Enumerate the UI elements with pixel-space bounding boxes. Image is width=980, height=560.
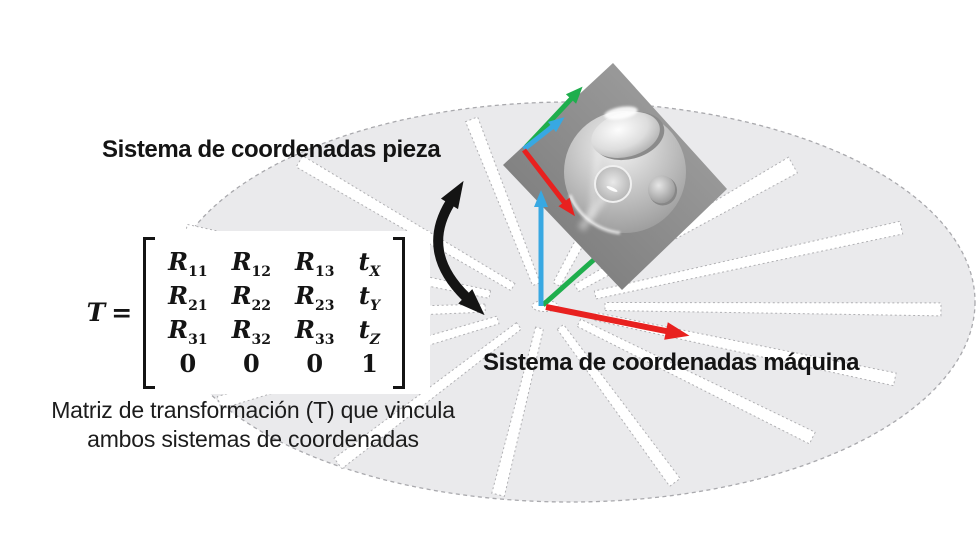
- table-slot: [491, 326, 544, 497]
- dome-specular: [604, 106, 638, 120]
- hole-middle: [594, 165, 632, 203]
- matrix-cell: R21: [168, 280, 208, 314]
- table-slot: [556, 323, 681, 488]
- matrix-cell: R11: [168, 246, 208, 280]
- matrix-cell: R31: [168, 314, 208, 348]
- transform-link-arrow: [433, 180, 485, 316]
- matrix-bracket-left: [143, 236, 156, 389]
- machine-axis-x-red: [545, 304, 669, 335]
- table-slot: [593, 220, 904, 300]
- matrix-panel: T= R11 R12 R13 tX R21 R22 R23 tY R31 R32 R33 tZ 0 0 0 1: [62, 231, 430, 394]
- matrix-cell: R33: [295, 314, 335, 348]
- matrix-symbol-T: T: [86, 298, 106, 327]
- table-slot: [333, 322, 522, 470]
- part-axis-x-red: [522, 148, 568, 206]
- part-axis-z-blue-head: [548, 117, 565, 133]
- matrix-cell: tY: [358, 280, 380, 314]
- matrix-cell: R12: [231, 246, 272, 280]
- part-axis-y-green-head: [565, 86, 583, 104]
- matrix-grid: R11 R12 R13 tX R21 R22 R23 tY R31 R32 R33 tZ 0 0 0 1: [164, 245, 384, 381]
- matrix-caption-line2: ambos sistemas de coordenadas: [87, 426, 419, 452]
- matrix-cell: 0: [306, 348, 324, 378]
- part-axis-z-blue: [522, 123, 556, 151]
- curved-double-arrow-icon: [433, 180, 485, 316]
- table-slot: [576, 318, 816, 445]
- matrix-caption-line1: Matriz de transformación (T) que vincula: [51, 397, 455, 423]
- machine-coordinate-axes: [534, 190, 690, 340]
- label-machine-coordinate-system: Sistema de coordenadas máquina: [483, 349, 860, 376]
- hole-small: [647, 175, 676, 204]
- matrix-cell: R32: [231, 314, 272, 348]
- matrix-cell: tX: [358, 246, 381, 280]
- equals-sign: =: [111, 298, 133, 327]
- machine-axis-x-red-head: [664, 322, 690, 340]
- matrix-cell: R22: [231, 280, 272, 314]
- part-axis-x-red-head: [558, 197, 575, 217]
- matrix-cell: tZ: [358, 314, 381, 348]
- pocket-large: [591, 111, 660, 158]
- table-slot: [464, 116, 541, 287]
- machine-axis-z-blue-head: [534, 190, 548, 207]
- matrix-lhs: T=: [87, 298, 133, 327]
- matrix-cell: R13: [295, 246, 335, 280]
- transformation-matrix-equation: T= R11 R12 R13 tX R21 R22 R23 tY R31 R32 R33 tZ 0 0 0 1: [87, 236, 406, 389]
- label-part-coordinate-system: Sistema de coordenadas pieza: [102, 136, 441, 163]
- part-coordinate-axes: [522, 86, 583, 217]
- matrix-cell: 1: [361, 348, 378, 378]
- hole-middle-sliver: [606, 186, 618, 192]
- matrix-cell: 0: [179, 348, 197, 378]
- matrix-cell: R23: [295, 280, 335, 314]
- matrix-bracket-right: [393, 236, 406, 389]
- matrix-caption: Matriz de transformación (T) que vincula…: [22, 396, 484, 454]
- table-slot: [604, 301, 942, 317]
- matrix-cell: 0: [242, 348, 260, 378]
